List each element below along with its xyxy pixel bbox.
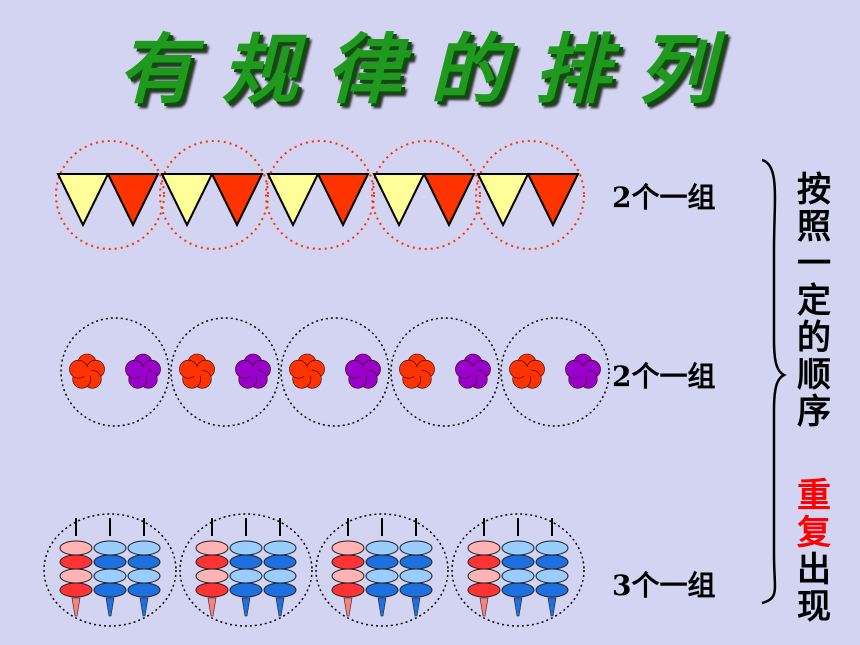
summary-char: 按 (797, 170, 831, 210)
flag-group (265, 140, 375, 250)
row-flags (55, 140, 585, 250)
flower (455, 353, 491, 389)
abacus-rod (467, 518, 501, 617)
flower-group (390, 317, 500, 427)
flower (125, 353, 161, 389)
summary-char: 照 (797, 207, 831, 247)
summary-char: 定 (797, 281, 831, 321)
abacus-rod (195, 518, 229, 617)
summary-char: 一 (797, 244, 831, 284)
flower (289, 353, 325, 389)
flag-group (159, 140, 269, 250)
flower-group (170, 317, 280, 427)
summary-line2: 重 复 出 现 (794, 478, 834, 626)
flower (565, 353, 601, 389)
abacus-group (179, 513, 313, 627)
flower-group (500, 317, 610, 427)
curly-brace (761, 158, 787, 605)
page-title: 有规律的排列 (118, 25, 742, 114)
flag-group (55, 140, 165, 250)
abacus-rod (263, 518, 297, 617)
summary-char: 出 (797, 550, 831, 590)
abacus-group (451, 513, 585, 627)
abacus-rod (59, 518, 93, 617)
summary-highlight-char: 重 (797, 476, 831, 516)
flag-group (475, 140, 585, 250)
flower (509, 353, 545, 389)
summary-char: 顺 (797, 355, 831, 395)
summary-char: 序 (797, 392, 831, 432)
abacus-rod (399, 518, 433, 617)
flower (345, 353, 381, 389)
flower (235, 353, 271, 389)
abacus-group (43, 513, 177, 627)
abacus-rod (93, 518, 127, 617)
row-abacus (43, 513, 585, 627)
summary-char: 的 (797, 318, 831, 358)
row-flowers (60, 317, 610, 427)
abacus-rod (535, 518, 569, 617)
summary-highlight-char: 复 (797, 513, 831, 553)
flower-group (60, 317, 170, 427)
abacus-group (315, 513, 449, 627)
flower-group (280, 317, 390, 427)
abacus-rod (501, 518, 535, 617)
flower (399, 353, 435, 389)
row2-group-label: 2个一组 (612, 360, 716, 393)
flower (179, 353, 215, 389)
summary-char: 现 (797, 587, 831, 627)
flag-group (371, 140, 481, 250)
abacus-rod (229, 518, 263, 617)
abacus-rod (331, 518, 365, 617)
row3-group-label: 3个一组 (612, 569, 716, 602)
summary-line1: 按 照 一 定 的 顺 序 (794, 172, 834, 431)
abacus-rod (127, 518, 161, 617)
abacus-rod (365, 518, 399, 617)
row1-group-label: 2个一组 (612, 181, 716, 214)
flower (69, 353, 105, 389)
